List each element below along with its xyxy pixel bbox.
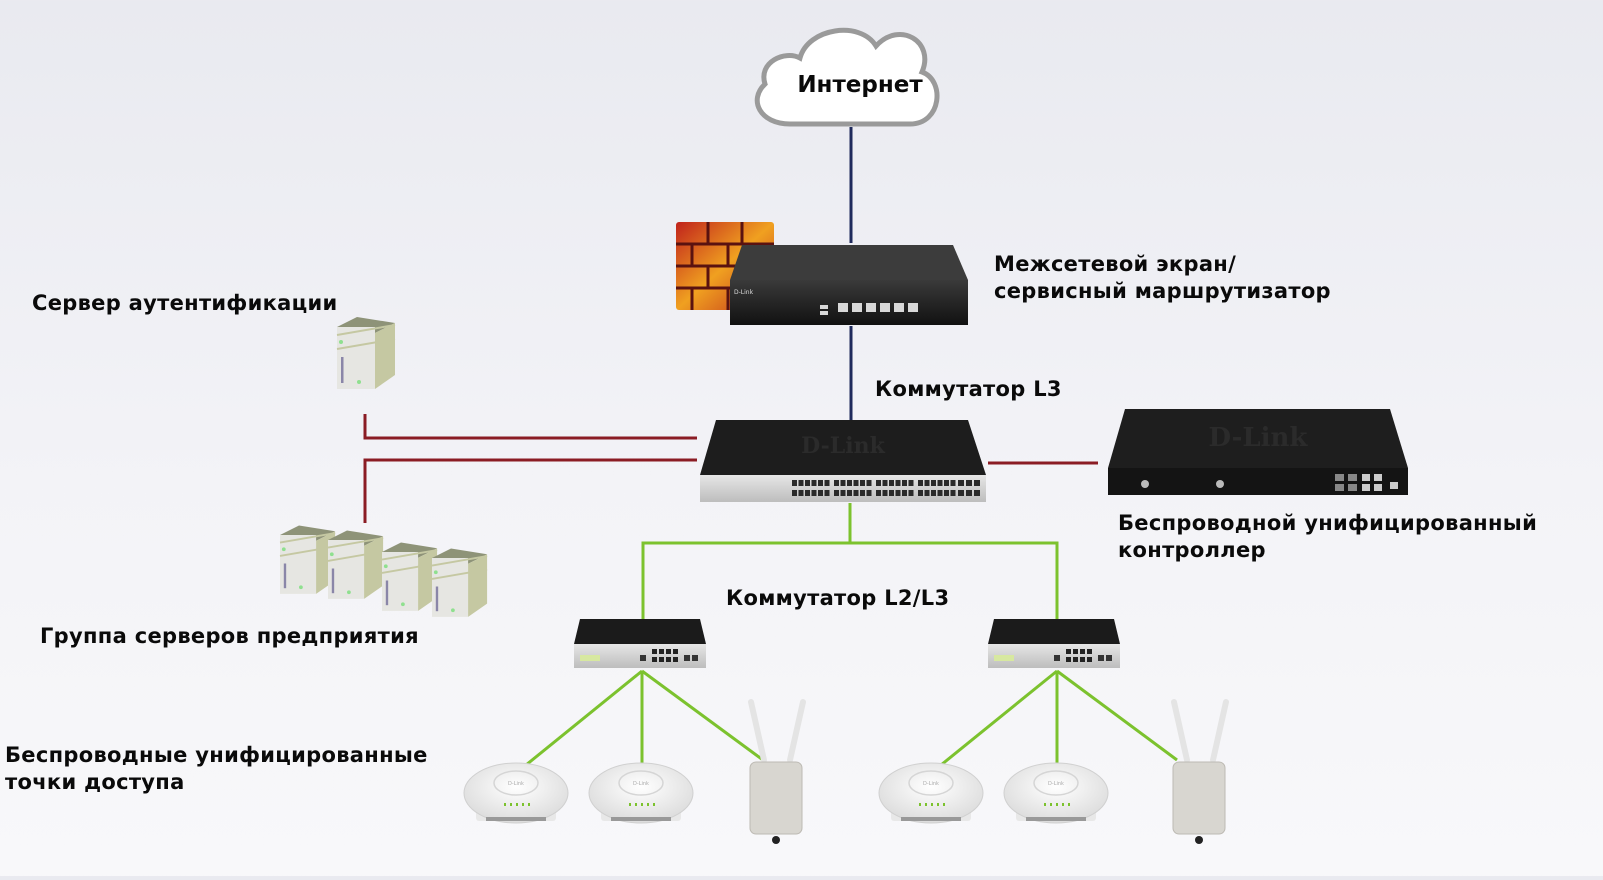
line-sw2-ap1 (940, 669, 1058, 767)
server-group-label: Группа серверов предприятия (40, 624, 419, 648)
internet-label: Интернет (797, 72, 923, 98)
access-switch-1 (574, 619, 706, 668)
access-point-1-1: D-Link (463, 762, 569, 824)
line-core-server-group (363, 458, 697, 523)
access-point-2-1: D-Link (878, 762, 984, 824)
server-lines (363, 414, 1098, 523)
server-4 (431, 548, 488, 617)
access-point-1-3 (748, 699, 806, 844)
line-sw1-ap1 (525, 669, 643, 767)
svg-text:D-Link: D-Link (1048, 781, 1064, 787)
firewall-label-line1: Межсетевой экран/ (994, 252, 1237, 276)
core-switch-label: Коммутатор L3 (875, 377, 1062, 401)
server-3 (381, 542, 438, 611)
svg-text:D-Link: D-Link (734, 289, 754, 296)
auth-server-icon (336, 317, 396, 389)
access-switch-label: Коммутатор L2/L3 (726, 586, 950, 610)
firewall-label-line2: сервисный маршрутизатор (994, 279, 1331, 303)
firewall-router-device: D-Link (730, 245, 968, 325)
access-points-label-line1: Беспроводные унифицированные (5, 743, 428, 767)
access-point-1-2: D-Link (588, 762, 694, 824)
line-sw2-ap3 (1056, 669, 1178, 762)
line-sw1-ap3 (641, 669, 764, 762)
access-point-2-3 (1171, 699, 1229, 844)
svg-text:D-Link: D-Link (508, 781, 524, 787)
svg-text:D-Link: D-Link (1209, 423, 1309, 453)
controller-label-line1: Беспроводной унифицированный (1118, 511, 1538, 535)
server-1 (279, 525, 336, 594)
auth-server-label: Сервер аутентификации (32, 291, 338, 315)
access-points-label-line2: точки доступа (5, 770, 185, 794)
line-core-auth-server (363, 414, 697, 440)
svg-text:D-Link: D-Link (801, 433, 885, 459)
controller-label-line2: контроллер (1118, 538, 1266, 562)
auth-server (336, 317, 396, 389)
server-2 (327, 530, 384, 599)
svg-text:D-Link: D-Link (633, 781, 649, 787)
server-group-icon (279, 525, 488, 617)
wireless-controller-device: D-Link (1108, 409, 1408, 495)
access-switch-2 (988, 619, 1120, 668)
cloud-icon (754, 27, 940, 127)
core-switch-device: D-Link (700, 420, 986, 502)
access-point-2-2: D-Link (1003, 762, 1109, 824)
access-lines (525, 503, 1178, 767)
svg-text:D-Link: D-Link (923, 781, 939, 787)
